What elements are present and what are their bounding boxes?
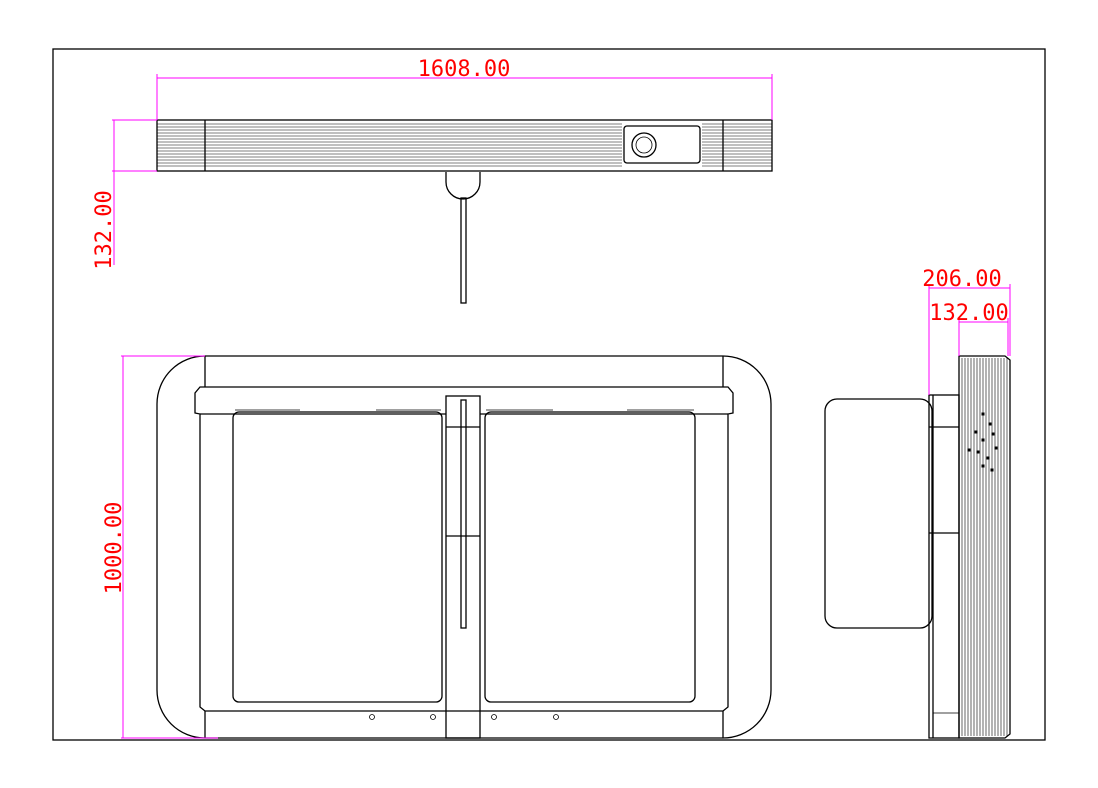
side-view-body — [958, 355, 1011, 739]
top-view — [156, 119, 773, 304]
vent-hole — [988, 422, 992, 426]
front-view-inner-frame — [194, 386, 734, 712]
vent-hole — [994, 446, 998, 450]
top-view-ribs — [157, 123, 772, 167]
top-view-control-panel — [623, 125, 701, 164]
vent-hole — [967, 448, 971, 452]
vent-hole — [974, 430, 978, 434]
dim-side-body-depth: 132.00 — [929, 301, 1008, 326]
top-view-body — [156, 119, 773, 172]
vent-hole — [990, 468, 994, 472]
vent-hole — [986, 456, 990, 460]
dim-top-height: 132.00 — [92, 190, 117, 269]
vent-hole — [981, 464, 985, 468]
side-view — [824, 355, 1011, 739]
front-view-bolt — [430, 714, 436, 720]
front-view-right-panel — [484, 411, 696, 703]
dim-front-height: 1000.00 — [102, 502, 127, 595]
front-view-left-panel — [232, 411, 443, 703]
front-view-center-post — [445, 395, 481, 739]
side-view-dimensions: 206.00 132.00 — [922, 267, 1011, 395]
top-view-bracket — [445, 172, 481, 200]
front-view-bolt — [369, 714, 375, 720]
front-view-outer-frame — [156, 355, 772, 739]
vent-hole — [981, 438, 985, 442]
top-view-knob-inner — [635, 136, 653, 154]
side-view-ribs — [961, 358, 1008, 736]
dim-top-width: 1608.00 — [418, 57, 511, 82]
front-view-bolt — [553, 714, 559, 720]
front-view-center-bar — [460, 399, 467, 629]
dim-side-total-depth: 206.00 — [922, 267, 1001, 292]
top-view-knob — [631, 132, 657, 158]
vent-hole — [981, 412, 985, 416]
top-view-dimensions: 1608.00 132.00 — [92, 57, 773, 270]
side-view-holes — [967, 412, 998, 472]
side-view-cover — [824, 398, 933, 629]
front-view — [156, 355, 772, 739]
top-view-stem — [460, 197, 467, 304]
vent-hole — [976, 450, 980, 454]
front-view-dimensions: 1000.00 — [102, 355, 218, 739]
sheet-border — [52, 48, 1046, 741]
front-view-bolt — [491, 714, 497, 720]
vent-hole — [991, 432, 995, 436]
